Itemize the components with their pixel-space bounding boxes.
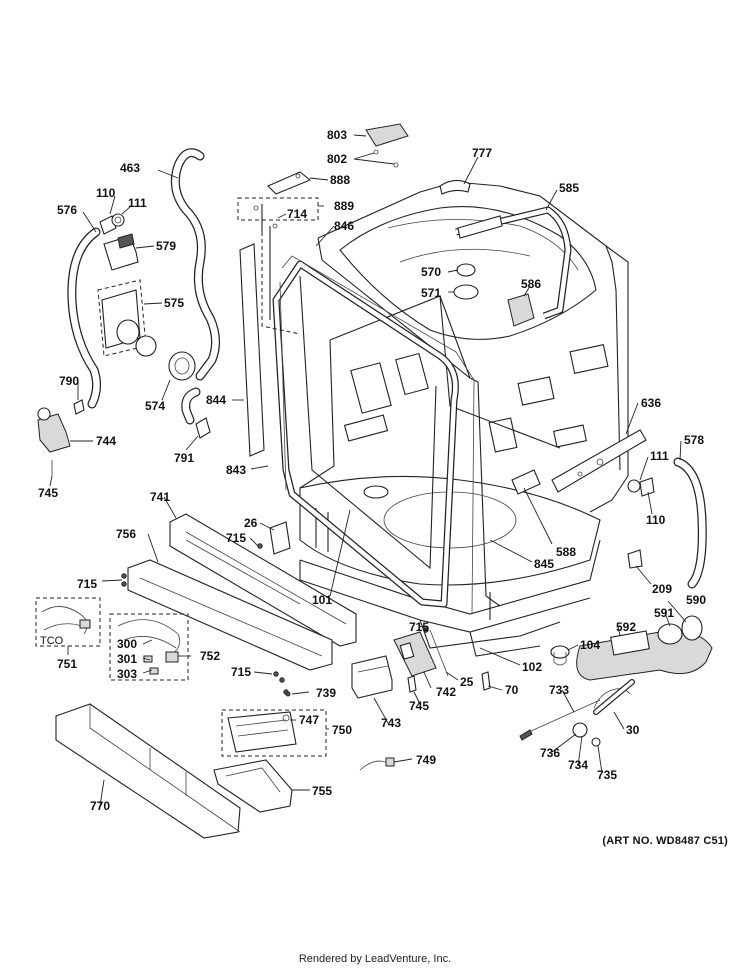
- label-tco: TCO: [40, 635, 64, 647]
- label-574: 574: [145, 399, 165, 413]
- label-463: 463: [120, 161, 140, 175]
- label-579: 579: [156, 239, 176, 253]
- label-715d: 715: [231, 665, 251, 679]
- label-110a: 110: [96, 186, 116, 200]
- label-749: 749: [416, 753, 436, 767]
- label-845: 845: [534, 557, 554, 571]
- tub-assembly: [299, 179, 713, 681]
- label-570: 570: [421, 265, 441, 279]
- label-742: 742: [436, 685, 456, 699]
- label-578: 578: [684, 433, 704, 447]
- label-303: 303: [117, 667, 137, 681]
- label-300: 300: [117, 637, 137, 651]
- vent-bracket: [237, 171, 319, 335]
- spray-arm-hub: [453, 263, 535, 327]
- label-735: 735: [597, 768, 617, 782]
- label-734: 734: [568, 758, 588, 772]
- label-590: 590: [686, 593, 706, 607]
- label-745b: 745: [409, 699, 429, 713]
- label-715a: 715: [226, 531, 246, 545]
- label-586: 586: [521, 277, 541, 291]
- label-736: 736: [540, 746, 560, 760]
- label-636: 636: [641, 396, 661, 410]
- label-777: 777: [472, 146, 492, 160]
- kick-plate: [127, 559, 333, 671]
- label-752: 752: [200, 649, 220, 663]
- label-844: 844: [206, 393, 226, 407]
- part-labels: 803 802 777 888 889 714 846 585 463 110 …: [38, 128, 706, 813]
- label-101: 101: [312, 593, 332, 607]
- label-591: 591: [654, 606, 674, 620]
- label-756: 756: [116, 527, 136, 541]
- label-791: 791: [174, 451, 194, 465]
- label-209: 209: [652, 582, 672, 596]
- label-26: 26: [244, 516, 258, 530]
- label-588: 588: [556, 545, 576, 559]
- label-715b: 715: [77, 577, 97, 591]
- label-750: 750: [332, 723, 352, 737]
- drain-hose: [170, 148, 220, 425]
- label-751: 751: [57, 657, 77, 671]
- label-576: 576: [57, 203, 77, 217]
- label-25: 25: [460, 675, 474, 689]
- label-111b: 111: [650, 449, 669, 463]
- label-111a: 111: [128, 196, 147, 210]
- label-30: 30: [626, 723, 640, 737]
- inlet-hose: [67, 227, 102, 409]
- leader-lines: [49, 134, 687, 807]
- right-side-parts: [610, 457, 707, 656]
- label-739: 739: [316, 686, 336, 700]
- label-843: 843: [226, 463, 246, 477]
- foam-block: [55, 703, 241, 839]
- label-743: 743: [381, 716, 401, 730]
- label-790: 790: [59, 374, 79, 388]
- screws-715: [121, 543, 429, 695]
- label-846: 846: [334, 219, 354, 233]
- label-755: 755: [312, 784, 332, 798]
- label-741: 741: [150, 490, 170, 504]
- label-571: 571: [421, 286, 441, 300]
- label-747: 747: [299, 713, 319, 727]
- label-802: 802: [327, 152, 347, 166]
- label-110b: 110: [646, 513, 666, 527]
- label-575: 575: [164, 296, 184, 310]
- label-744: 744: [96, 434, 116, 448]
- label-104: 104: [580, 638, 600, 652]
- door-gasket: [239, 243, 475, 615]
- label-102: 102: [522, 660, 542, 674]
- upper-rail: [455, 206, 572, 320]
- label-592: 592: [616, 620, 636, 634]
- label-888: 888: [330, 173, 350, 187]
- label-70: 70: [505, 683, 519, 697]
- label-301: 301: [117, 652, 137, 666]
- label-715c: 715: [409, 620, 429, 634]
- art-number: (ART NO. WD8487 C51): [602, 835, 728, 847]
- label-889: 889: [334, 199, 354, 213]
- label-770: 770: [90, 799, 110, 813]
- label-803: 803: [327, 128, 347, 142]
- toe-panel: [169, 513, 357, 647]
- label-733: 733: [549, 683, 569, 697]
- label-714: 714: [287, 207, 307, 221]
- label-585: 585: [559, 181, 579, 195]
- label-745a: 745: [38, 486, 58, 500]
- footer-credit: Rendered by LeadVenture, Inc.: [298, 953, 452, 965]
- top-switch: [365, 123, 409, 168]
